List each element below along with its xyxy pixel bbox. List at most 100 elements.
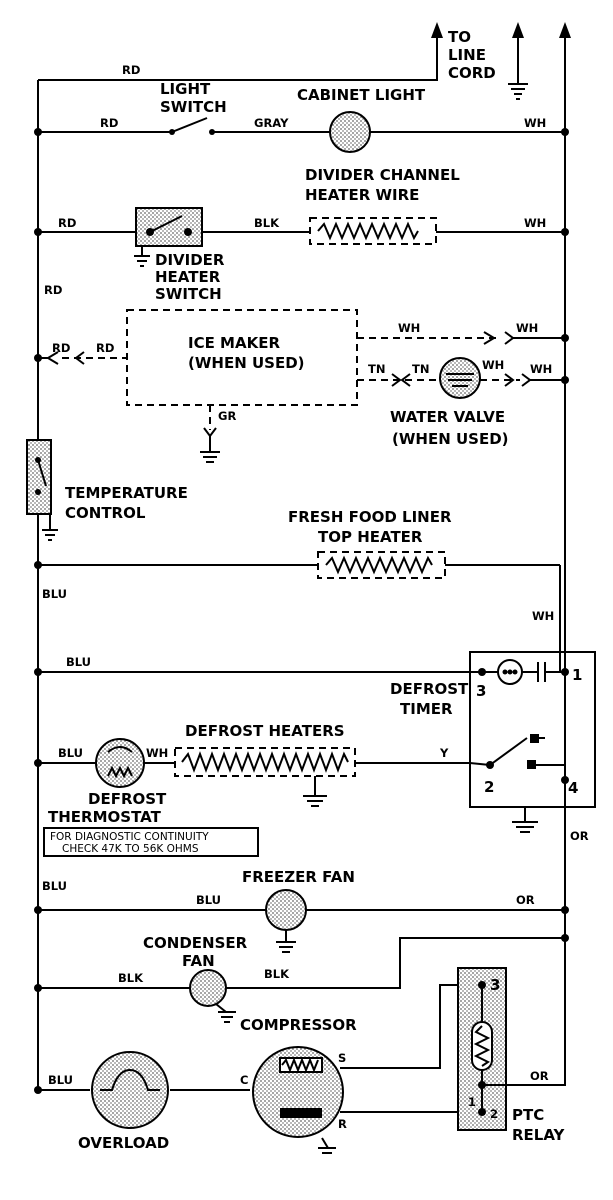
defrost-heater-row-wire xyxy=(38,762,491,766)
overload-row-blu-label: BLU xyxy=(48,1073,73,1087)
divider-heater-switch-label-2: HEATER xyxy=(155,268,221,286)
node xyxy=(34,561,42,569)
to-line-cord-label-2: LINE xyxy=(448,46,486,64)
divider-channel-label-1: DIVIDER CHANNEL xyxy=(305,166,460,184)
cabinet-row-gray-label: GRAY xyxy=(254,116,289,130)
water-valve-tn-inner-label: TN xyxy=(412,362,429,376)
compressor-c-label: C xyxy=(240,1073,248,1087)
defrost-heaters-icon xyxy=(174,747,356,807)
water-valve-icon xyxy=(439,357,481,399)
condenser-row-blk-label: BLK xyxy=(118,971,144,985)
line-cord-ground-icon xyxy=(508,83,528,100)
freezer-fan-label: FREEZER FAN xyxy=(242,868,355,886)
diagnostic-note-line-2: CHECK 47K TO 56K OHMS xyxy=(62,843,199,855)
fresh-food-heater-icon xyxy=(317,551,446,579)
divider-channel-heater-icon xyxy=(309,217,437,245)
water-valve-wh-outer-label: WH xyxy=(530,362,552,376)
right-rail-arrow-icon xyxy=(559,22,571,38)
timer-blu-label: BLU xyxy=(66,655,91,669)
water-valve-wh-label: WH xyxy=(482,358,504,372)
defrost-timer-label-2: TIMER xyxy=(400,700,453,718)
node xyxy=(34,906,42,914)
line-cord-wire xyxy=(38,30,438,81)
node xyxy=(561,228,569,236)
ice-maker-rd-outer-label: RD xyxy=(52,341,70,355)
water-valve-tn-label: TN xyxy=(368,362,385,376)
overload-label: OVERLOAD xyxy=(78,1134,169,1152)
terminal-3-label: 3 xyxy=(476,682,486,700)
to-line-cord-label-3: CORD xyxy=(448,64,496,82)
defrost-row-wh-label: WH xyxy=(146,746,168,760)
ptc-terminal-2-label: 2 xyxy=(490,1107,498,1121)
water-valve-tn-connector-icon xyxy=(391,373,411,387)
ice-maker-rd-inner-label: RD xyxy=(96,341,114,355)
node xyxy=(34,759,42,767)
line-cord-wire-color: RD xyxy=(122,63,140,77)
freezer-fan-icon xyxy=(265,889,307,953)
divider-heater-switch-label-3: SWITCH xyxy=(155,285,222,303)
left-rail-blu-label-2: BLU xyxy=(42,879,67,893)
ptc-or-wire xyxy=(482,965,566,1086)
node xyxy=(561,934,569,942)
ice-maker-gr-label: GR xyxy=(218,409,236,423)
compressor-r-label: R xyxy=(338,1117,347,1131)
temperature-control-label-1: TEMPERATURE xyxy=(65,484,188,502)
ptc-terminal-1-label: 1 xyxy=(468,1095,476,1109)
defrost-thermostat-label-2: THERMOSTAT xyxy=(48,808,162,826)
defrost-row-y-label: Y xyxy=(439,746,449,760)
temperature-control-label-2: CONTROL xyxy=(65,504,146,522)
defrost-heaters-label: DEFROST HEATERS xyxy=(185,722,345,740)
ground-arrow-icon xyxy=(512,22,524,38)
timer-ground-wire xyxy=(512,807,538,833)
node xyxy=(34,1086,42,1094)
timer-switch-icon xyxy=(486,734,565,769)
ice-maker-wh-outer-label: WH xyxy=(516,321,538,335)
node xyxy=(561,376,569,384)
light-switch xyxy=(169,117,215,135)
terminal-2-label: 2 xyxy=(484,778,494,796)
ice-maker-label-1: ICE MAKER xyxy=(188,334,280,352)
water-valve-label-2: (WHEN USED) xyxy=(392,430,509,448)
node xyxy=(561,776,569,784)
line-cord-arrow-icon xyxy=(431,22,443,38)
divider-channel-label-2: HEATER WIRE xyxy=(305,186,419,204)
divider-heater-switch-label-1: DIVIDER xyxy=(155,251,225,269)
condenser-fan-label-1: CONDENSER xyxy=(143,934,248,952)
compressor-icon xyxy=(252,1046,344,1154)
left-rail-rd-label: RD xyxy=(44,283,62,297)
divider-row-blk-label: BLK xyxy=(254,216,280,230)
timer-1-to-4-wire xyxy=(559,650,566,780)
water-valve-label-1: WATER VALVE xyxy=(390,408,505,426)
terminal-4-label: 4 xyxy=(568,779,578,797)
ptc-relay xyxy=(457,967,507,1131)
timer-motor-icon xyxy=(482,659,565,685)
ptc-relay-label-1: PTC xyxy=(512,1106,544,1124)
divider-row-wh-label: WH xyxy=(524,216,546,230)
right-rail-or-label: OR xyxy=(570,829,589,843)
temperature-control xyxy=(26,439,58,541)
ice-maker-wh-label: WH xyxy=(398,321,420,335)
diagnostic-note-line-1: FOR DIAGNOSTIC CONTINUITY xyxy=(50,831,209,843)
ptc-relay-label-2: RELAY xyxy=(512,1126,566,1144)
condenser-fan-icon xyxy=(189,969,236,1023)
light-switch-label-2: SWITCH xyxy=(160,98,227,116)
node xyxy=(34,984,42,992)
cabinet-row-rd-label: RD xyxy=(100,116,118,130)
node xyxy=(561,128,569,136)
defrost-thermostat-label-1: DEFROST xyxy=(88,790,167,808)
diagnostic-note-box xyxy=(43,827,259,857)
terminal-1-label: 1 xyxy=(572,666,582,684)
cabinet-row-wh-label: WH xyxy=(524,116,546,130)
condenser-fan-label-2: FAN xyxy=(182,952,215,970)
node xyxy=(34,128,42,136)
ptc-or-label: OR xyxy=(530,1069,549,1083)
freezer-row-blu-label: BLU xyxy=(196,893,221,907)
right-rail-wh-label: WH xyxy=(532,609,554,623)
condenser-row-blk-label-2: BLK xyxy=(264,967,290,981)
ice-maker-gr-connector-icon xyxy=(200,427,220,463)
light-switch-label-1: LIGHT xyxy=(160,80,211,98)
ice-maker-label-2: (WHEN USED) xyxy=(188,354,305,372)
fresh-food-liner-label-1: FRESH FOOD LINER xyxy=(288,508,452,526)
defrost-timer-label-1: DEFROST xyxy=(390,680,469,698)
